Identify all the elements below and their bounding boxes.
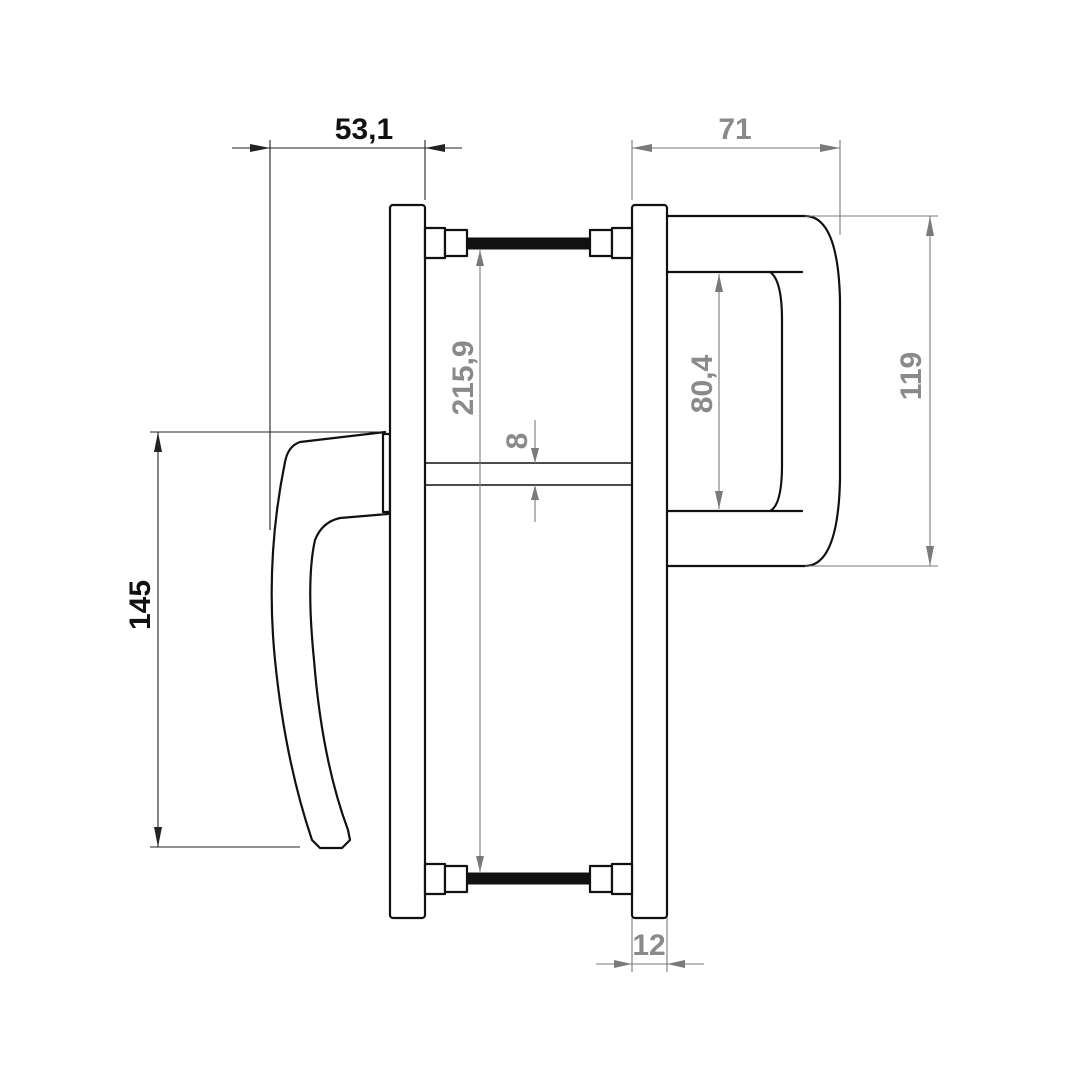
dimension-pull-length: 119 [805, 215, 938, 567]
right-plate [630, 203, 669, 920]
dimension-handle-projection: 53,1 [232, 113, 462, 530]
pull-handle [665, 214, 842, 568]
bottom-fixing [423, 862, 634, 896]
left-plate [388, 203, 427, 920]
top-fixing [423, 226, 634, 260]
center-spacer [425, 462, 632, 486]
dimension-plate-thickness: 12 [596, 918, 704, 972]
dimension-handle-length: 145 [124, 431, 385, 848]
label-215-9: 215,9 [447, 340, 480, 415]
label-145: 145 [124, 580, 157, 630]
label-80-4: 80,4 [686, 354, 719, 413]
label-71: 71 [718, 113, 751, 146]
dimension-pull-grip-length: 80,4 [686, 274, 723, 509]
dimension-gap: 8 [501, 420, 539, 522]
label-12: 12 [632, 929, 665, 962]
dimension-rod-spacing: 215,9 [447, 250, 484, 872]
label-8: 8 [501, 433, 534, 450]
label-119: 119 [895, 352, 928, 400]
dimension-pull-projection: 71 [631, 113, 841, 235]
lever-handle [270, 430, 392, 850]
label-53-1: 53,1 [335, 113, 393, 146]
